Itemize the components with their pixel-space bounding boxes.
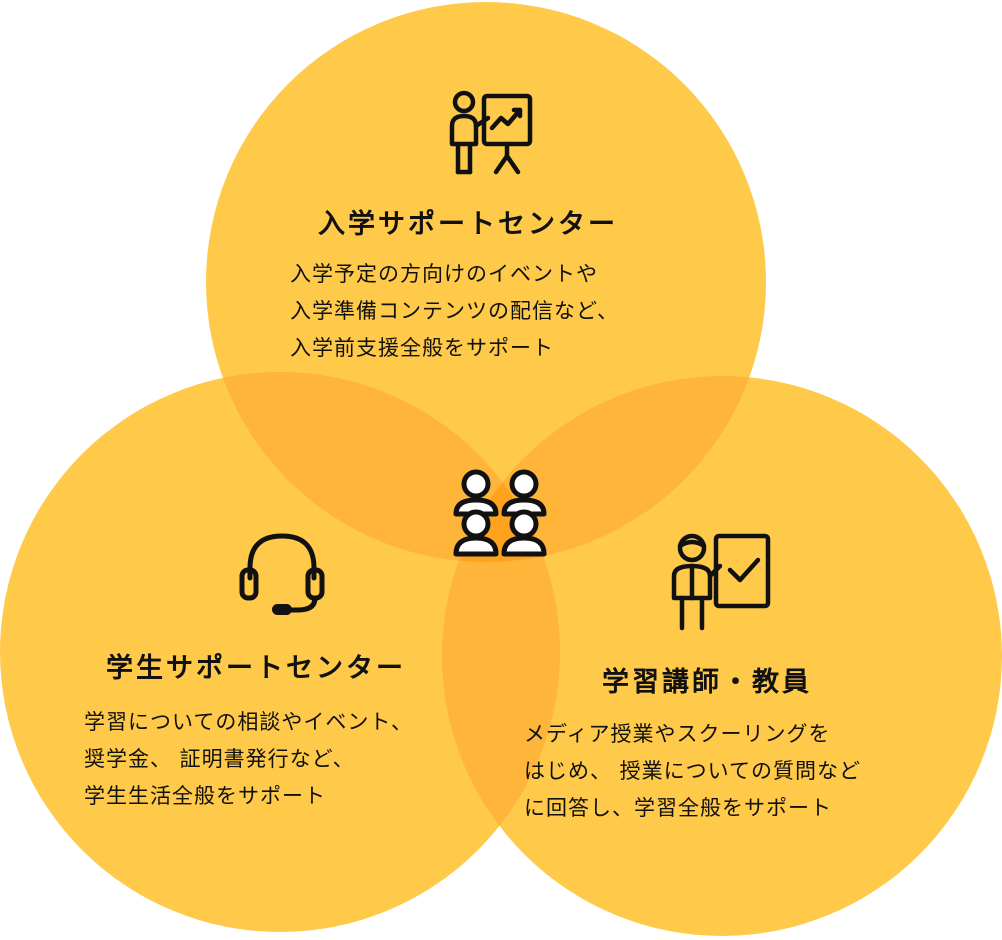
presenter-chart-icon: [449, 90, 533, 175]
admission-line: 入学予定の方向けのイベントや: [290, 262, 598, 286]
overlap-admission-student: [206, 372, 560, 562]
faculty-line: メディア授業やスクーリングを: [524, 722, 831, 746]
student-description: 学習についての相談やイベント、 奨学金、 証明書発行など、 学生生活全般をサポー…: [84, 704, 413, 815]
student-line: 学生生活全般をサポート: [84, 784, 326, 808]
admission-line: 入学準備コンテンツの配信など、: [290, 299, 619, 323]
faculty-line: に回答し、学習全般をサポート: [524, 796, 832, 820]
admission-title: 入学サポートセンター: [318, 209, 618, 240]
faculty-title: 学習講師・教員: [602, 667, 812, 698]
student-line: 奨学金、 証明書発行など、: [84, 747, 355, 771]
overlap-admission-faculty: [442, 376, 766, 562]
faculty-line: はじめ、 授業についての質問など: [524, 759, 862, 783]
student-title: 学生サポートセンター: [106, 653, 406, 684]
headset-icon: [239, 533, 325, 615]
student-line: 学習についての相談やイベント、: [84, 710, 413, 734]
teacher-board-icon: [671, 533, 771, 631]
admission-description: 入学予定の方向けのイベントや 入学準備コンテンツの配信など、 入学前支援全般をサ…: [290, 256, 619, 367]
group-people-icon: [453, 469, 547, 557]
admission-line: 入学前支援全般をサポート: [290, 336, 554, 360]
faculty-description: メディア授業やスクーリングを はじめ、 授業についての質問など に回答し、学習全…: [524, 716, 861, 827]
